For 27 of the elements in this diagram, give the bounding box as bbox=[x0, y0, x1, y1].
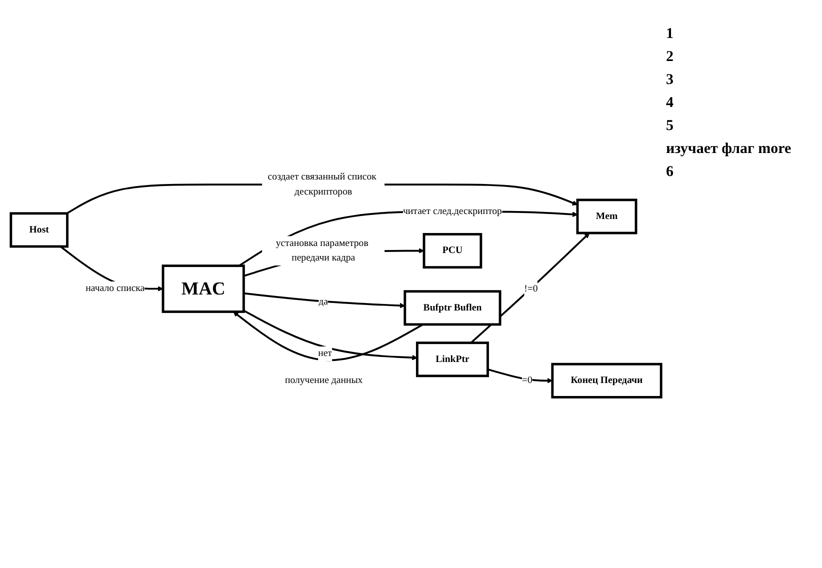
note-text: 4 bbox=[666, 95, 674, 112]
arrow bbox=[244, 292, 406, 309]
arrow bbox=[238, 211, 578, 267]
node-box: Конец Передачи bbox=[551, 363, 662, 399]
arrow bbox=[487, 368, 553, 384]
arrow bbox=[470, 233, 590, 344]
edge-label: !=0 bbox=[524, 284, 538, 294]
edge-label: нет bbox=[318, 348, 332, 360]
node-box: Host bbox=[10, 212, 68, 248]
edge-label: да bbox=[318, 297, 328, 308]
note-text: 3 bbox=[666, 72, 674, 89]
node-box: Mem bbox=[576, 199, 638, 235]
node-box: Bufptr Buflen bbox=[404, 290, 502, 326]
node-box: PCU bbox=[422, 233, 482, 269]
note-text: изучает флаг more bbox=[666, 141, 792, 158]
edge-label: создает связанный список дескрипторов bbox=[268, 172, 376, 198]
node-box: MAC bbox=[162, 265, 245, 314]
note-text: 2 bbox=[666, 49, 674, 66]
note-text: 6 bbox=[666, 164, 674, 181]
edge-label: =0 bbox=[522, 376, 532, 386]
edge-label: читает след.дескриптор bbox=[402, 206, 502, 217]
note-text: 1 bbox=[666, 26, 674, 43]
node-box: LinkPtr bbox=[416, 342, 489, 378]
edge-label: установка параметров передачи кадра bbox=[276, 238, 368, 264]
note-text: 5 bbox=[666, 118, 674, 135]
edge-label: получение данных bbox=[284, 375, 363, 386]
edge-label: начало списка bbox=[86, 284, 145, 294]
